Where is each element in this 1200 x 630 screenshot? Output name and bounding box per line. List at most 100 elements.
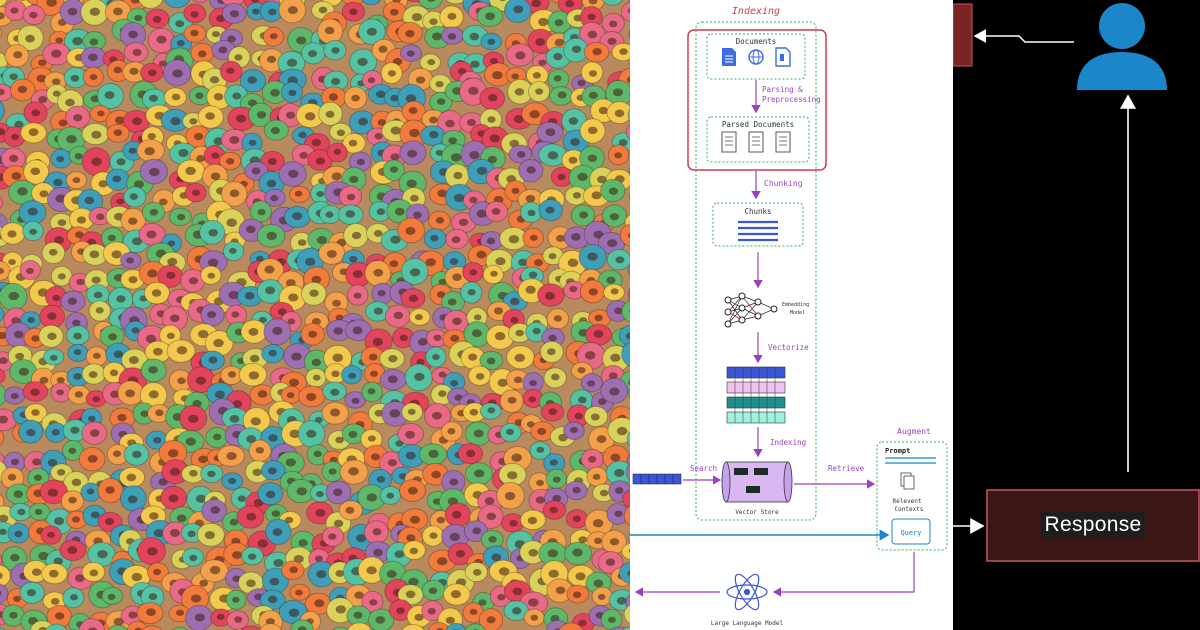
- cereal-loop: [306, 501, 334, 525]
- cereal-loop: [62, 587, 85, 609]
- cereal-loop: [219, 60, 243, 83]
- cereal-loop: [38, 324, 64, 348]
- cereal-loop: [317, 18, 344, 45]
- cereal-loop: [200, 265, 222, 285]
- cereal-loop: [606, 248, 630, 271]
- cereal-loop: [463, 520, 489, 543]
- cereal-loop: [256, 279, 284, 304]
- cereal-loop: [600, 377, 629, 404]
- cereal-loop: [460, 281, 483, 304]
- cereal-loop: [323, 70, 349, 92]
- cereal-loop: [19, 581, 45, 604]
- cereal-loop: [176, 159, 206, 184]
- cereal-loop: [62, 418, 88, 442]
- query-vector: [632, 473, 682, 485]
- cereal-loop: [319, 204, 342, 224]
- cereal-loop: [364, 259, 392, 287]
- cereal-loop: [421, 579, 446, 601]
- cereal-loop: [462, 602, 485, 624]
- cereal-loop: [206, 84, 233, 110]
- cereal-loop: [18, 419, 44, 444]
- cereal-loop: [468, 365, 492, 386]
- cereal-loop: [23, 159, 50, 185]
- cereal-loop: [220, 128, 249, 151]
- cereal-loop: [543, 367, 567, 389]
- cereal-loop: [579, 5, 603, 29]
- cereal-loop: [105, 168, 130, 191]
- cereal-loop: [397, 217, 426, 244]
- cereal-loop: [85, 284, 110, 305]
- cereal-loop: [104, 0, 132, 25]
- cereal-loop: [109, 407, 136, 430]
- cereal-loop: [77, 188, 104, 214]
- cereal-loop: [261, 343, 285, 364]
- documents-label: Documents: [736, 37, 777, 46]
- cereal-loop: [50, 148, 72, 169]
- cereal-loop: [363, 520, 389, 545]
- cereal-loop: [480, 32, 502, 51]
- cereal-loop: [106, 123, 130, 143]
- cereal-loop: [546, 578, 574, 604]
- cereal-loop: [199, 559, 229, 583]
- cereal-loop: [399, 479, 427, 502]
- cereal-loop: [181, 547, 205, 567]
- cereal-loop: [140, 585, 165, 609]
- cereal-loop: [126, 620, 149, 630]
- cereal-loop: [523, 608, 545, 627]
- cereal-loop: [423, 402, 452, 429]
- cereal-loop: [119, 485, 147, 512]
- cereal-loop: [428, 210, 451, 231]
- cereal-loop: [626, 431, 630, 447]
- cereal-loop: [361, 0, 381, 6]
- cereal-loop: [462, 262, 484, 283]
- cereal-loop: [221, 472, 244, 491]
- cereal-loop: [78, 618, 106, 630]
- cereal-loop: [88, 206, 112, 226]
- cereal-loop: [261, 80, 289, 104]
- cereal-loop: [464, 462, 493, 486]
- cereal-loop: [583, 405, 609, 428]
- query-label: Query: [900, 529, 921, 537]
- llm-label: Large Language Model: [711, 620, 784, 627]
- cereal-loop: [120, 269, 146, 290]
- parsing-label-2: Preprocessing: [762, 95, 821, 104]
- cereal-loop: [404, 363, 433, 392]
- cereal-loop: [540, 402, 565, 422]
- cereal-loop: [618, 325, 630, 346]
- parsing-label-1: Parsing &: [762, 85, 803, 94]
- cereal-loop: [548, 86, 574, 106]
- cereal-loop: [611, 42, 630, 62]
- cereal-loop: [400, 288, 426, 309]
- cereal-loop: [343, 86, 368, 110]
- cereal-loop: [80, 0, 109, 26]
- globe-icon: [748, 49, 764, 65]
- cereal-loop: [578, 244, 608, 271]
- cereal-loop: [67, 384, 91, 405]
- cereal-loop: [145, 8, 170, 29]
- cereal-loop: [348, 151, 372, 172]
- cereal-loop: [280, 81, 303, 104]
- cereal-loop: [141, 201, 166, 223]
- cereal-loop: [480, 530, 504, 550]
- cereal-loop: [479, 402, 502, 420]
- cereal-loop: [499, 422, 522, 443]
- cereal-loop: [99, 325, 125, 348]
- cereal-loop: [19, 259, 41, 281]
- cereal-loop: [628, 192, 630, 202]
- cereal-loop: [259, 151, 285, 172]
- cereal-loop: [297, 420, 326, 448]
- cereal-loop: [307, 560, 336, 588]
- cereal-loop: [0, 627, 6, 630]
- cereal-loop: [325, 480, 352, 505]
- cereal-loop: [62, 439, 84, 461]
- cereal-loop: [397, 21, 424, 44]
- cereal-loop: [565, 509, 589, 529]
- cereal-loop: [107, 624, 129, 630]
- prompt-lines: [885, 457, 936, 464]
- cereal-loop: [22, 220, 44, 242]
- cereal-loop: [329, 122, 352, 141]
- cereal-loop: [1, 604, 25, 627]
- cereal-loop: [136, 537, 166, 565]
- cereal-loop: [326, 142, 348, 163]
- cereal-loop: [399, 44, 423, 62]
